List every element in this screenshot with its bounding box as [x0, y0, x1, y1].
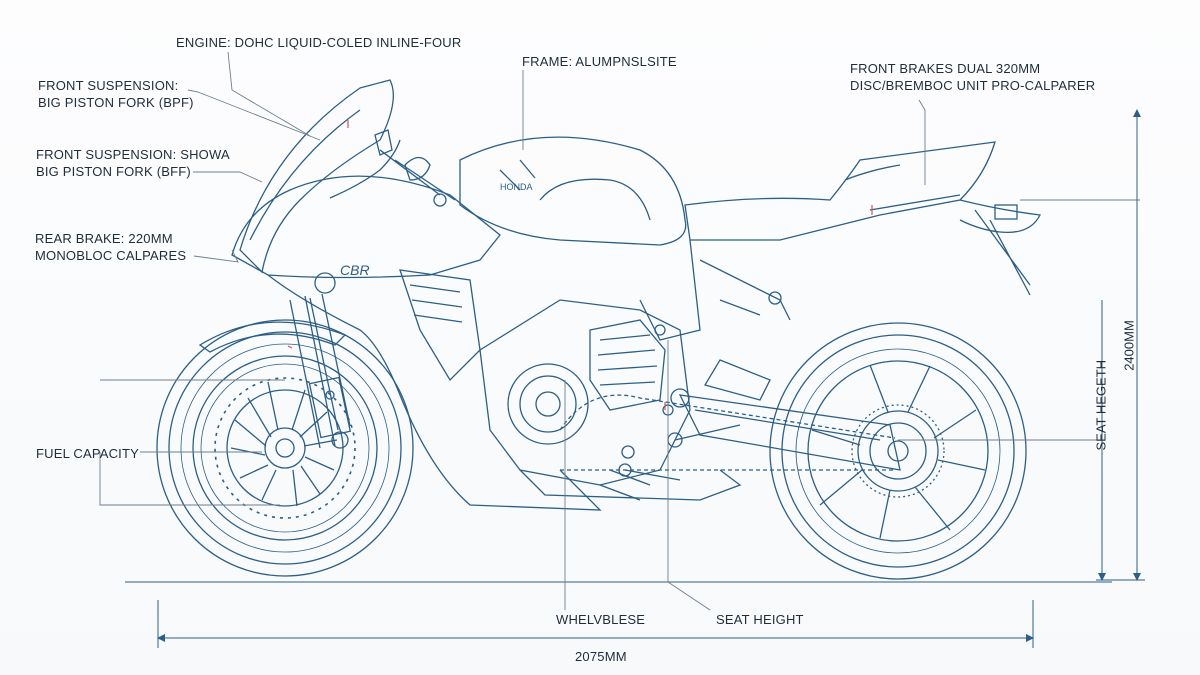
wheelbase-label: WHELVBLESE: [556, 612, 646, 627]
seat-height-label: SEAT HEIGHT: [716, 612, 804, 627]
overall-height-label: 2400MM: [1121, 320, 1137, 371]
overall-length-label: 2075MM: [575, 649, 627, 664]
front-suspension-label-2-line-1: FRONT SUSPENSION: SHOWA: [36, 147, 230, 162]
rear-brake-label: REAR BRAKE: 220MM MONOBLOC CALPARES: [35, 230, 186, 264]
dimension-lines: [157, 109, 1145, 648]
fuel-capacity-label: FUEL CAPACITY: [36, 446, 140, 461]
rear-brake-label-line-2: MONOBLOC CALPARES: [35, 248, 187, 263]
front-forks: [289, 293, 352, 449]
front-suspension-label-2: FRONT SUSPENSION: SHOWA BIG PISTON FORK …: [36, 146, 230, 180]
fairing: CBR: [231, 79, 602, 511]
leader-lines: [99, 51, 1140, 611]
front-suspension-label-2-line-2: BIG PISTON FORK (BFF): [36, 164, 191, 179]
front-suspension-label-1-line-2: BIG PISTON FORK (BPF): [38, 95, 194, 110]
fuel-tank: HONDA: [459, 136, 687, 246]
handlebars: [374, 129, 456, 207]
honda-badge: HONDA: [500, 182, 533, 192]
engine: [479, 299, 742, 501]
footpegs: [618, 291, 782, 481]
front-brakes-label: FRONT BRAKES DUAL 320MM DISC/BREMBOC UNI…: [850, 60, 1095, 94]
front-wheel: [156, 319, 414, 577]
seat-tail: [639, 141, 1041, 341]
engine-label: ENGINE: DOHC LIQUID-COLED INLINE-FOUR: [176, 35, 462, 50]
cbr-badge: CBR: [340, 262, 370, 278]
front-suspension-label-1-line-1: FRONT SUSPENSION:: [38, 78, 179, 93]
seat-length-label: SEAT HEGETH: [1093, 359, 1109, 451]
swingarm: [559, 359, 901, 471]
rear-brake-label-line-1: REAR BRAKE: 220MM: [35, 231, 173, 246]
front-fender: [198, 321, 347, 353]
accent-marks: [287, 120, 873, 410]
front-suspension-label-1: FRONT SUSPENSION: BIG PISTON FORK (BPF): [38, 77, 194, 111]
rear-wheel: [769, 322, 1027, 580]
front-brakes-label-line-1: FRONT BRAKES DUAL 320MM: [850, 61, 1041, 76]
front-brakes-label-line-2: DISC/BREMBOC UNIT PRO-CALPARER: [850, 78, 1096, 93]
frame-label: FRAME: ALUMPNSLSITE: [522, 54, 677, 69]
